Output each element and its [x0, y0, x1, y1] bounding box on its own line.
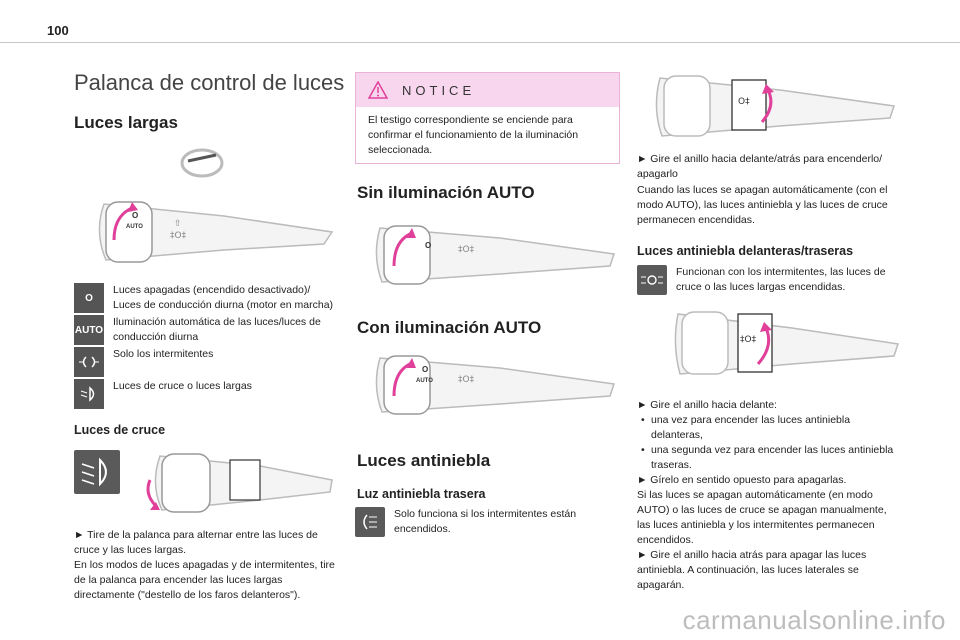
legend-text-off: Luces apagadas (encendido desactivado)/ …	[113, 284, 334, 311]
notice-header: NOTICE	[356, 73, 619, 107]
svg-text:‡O‡: ‡O‡	[458, 375, 475, 385]
warning-triangle-icon	[368, 81, 388, 99]
light-stalk-illustration: O AUTO ⇧ ‡O‡	[98, 201, 334, 263]
svg-text:AUTO: AUTO	[416, 378, 433, 384]
heading-con-auto: Con iluminación AUTO	[357, 318, 542, 337]
fog-ring-illustration: O‡	[655, 75, 895, 137]
steps-after-1: ► Gírelo en sentido opuesto para apagarl…	[637, 474, 847, 486]
ring-paragraph-1: ► Gire el anillo hacia delante/atrás par…	[637, 153, 883, 180]
heading-antiniebla: Luces antiniebla	[357, 451, 491, 470]
sidelights-icon	[74, 347, 104, 377]
heading-sin-auto: Sin iluminación AUTO	[357, 183, 535, 202]
svg-text:AUTO: AUTO	[126, 224, 143, 230]
notice-text: El testigo correspondiente se enciende p…	[368, 114, 579, 156]
light-stalk-pull-illustration	[146, 453, 333, 513]
heading-delanteras-traseras: Luces antiniebla delanteras/traseras	[637, 244, 854, 258]
cruce-paragraph-1: ► Tire de la palanca para alternar entre…	[74, 529, 318, 556]
fog-ring-front-rear-illustration: ‡O‡	[674, 311, 899, 375]
light-stalk-auto-illustration: O AUTO ‡O‡	[375, 355, 615, 415]
svg-text:‡O‡: ‡O‡	[740, 335, 757, 345]
step-bullet-1: una vez para encender las luces antinieb…	[637, 413, 899, 443]
off-position-icon: O	[74, 283, 104, 313]
svg-text:‡O‡: ‡O‡	[170, 231, 187, 241]
step-bullet-2: una segunda vez para encender las luces …	[637, 443, 899, 473]
legend-text-low-beam: Luces de cruce o luces largas	[113, 380, 252, 392]
svg-text:O‡: O‡	[738, 97, 750, 107]
del-tras-text: Funcionan con los intermitentes, las luc…	[676, 266, 886, 293]
svg-text:O: O	[425, 241, 431, 250]
svg-text:O: O	[422, 365, 428, 374]
ring-paragraph-2: Cuando las luces se apagan automáticamen…	[637, 184, 888, 226]
flash-headlights-icon	[74, 450, 120, 494]
heading-trasera: Luz antiniebla trasera	[357, 487, 486, 501]
svg-text:⇧: ⇧	[174, 219, 182, 229]
light-stalk-no-auto-illustration: O ‡O‡	[375, 225, 615, 285]
auto-mode-icon: AUTO	[74, 315, 104, 345]
steps-after-2: Si las luces se apagan automáticamente (…	[637, 489, 887, 546]
cruce-paragraph-2: En los modos de luces apagadas y de inte…	[74, 559, 335, 601]
header-rule	[0, 42, 960, 43]
notice-box: NOTICE El testigo correspondiente se enc…	[355, 72, 620, 164]
steering-wheel-icon	[180, 148, 224, 178]
heading-luces-largas: Luces largas	[74, 113, 178, 132]
heading-luces-cruce: Luces de cruce	[74, 423, 166, 437]
svg-text:O: O	[132, 211, 138, 220]
steps-intro: ► Gire el anillo hacia delante:	[637, 399, 777, 411]
trasera-text: Solo funciona si los intermitentes están…	[394, 508, 577, 535]
fog-steps: ► Gire el anillo hacia delante: una vez …	[637, 398, 899, 593]
rear-fog-icon	[355, 507, 385, 537]
low-beam-icon	[74, 379, 104, 409]
front-rear-fog-icon	[637, 265, 667, 295]
page-title: Palanca de control de luces	[74, 70, 345, 95]
page-number: 100	[47, 23, 69, 38]
auto-mode-icon-label: AUTO	[74, 324, 104, 336]
notice-title: NOTICE	[402, 82, 476, 98]
svg-text:‡O‡: ‡O‡	[458, 245, 475, 255]
watermark: carmanualsonline.info	[682, 605, 946, 635]
legend-text-auto: Iluminación automática de las luces/luce…	[113, 316, 321, 343]
legend-text-sidelights: Solo los intermitentes	[113, 348, 214, 360]
steps-after-3: ► Gire el anillo hacia atrás para apagar…	[637, 549, 867, 591]
off-position-icon-label: O	[85, 292, 93, 304]
